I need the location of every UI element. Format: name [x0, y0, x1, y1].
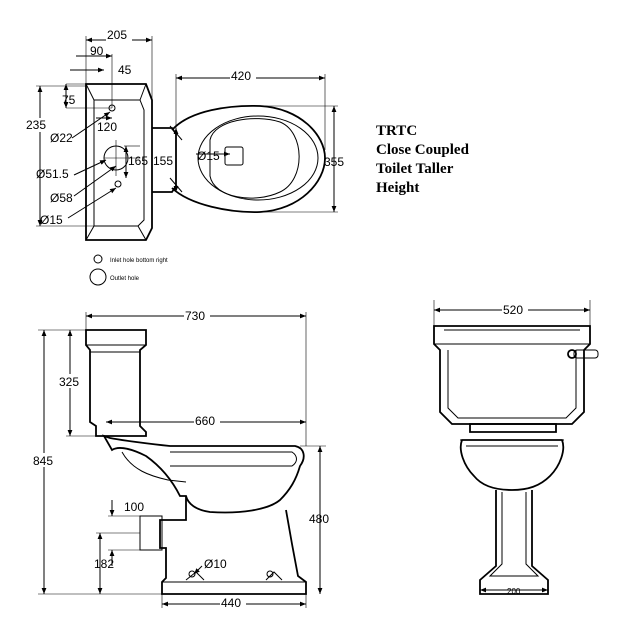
dim-205: 205 [107, 28, 127, 42]
legend-inlet-label: Inlet hole bottom right [110, 258, 168, 264]
side-pan [102, 434, 305, 514]
side-pan-rim [170, 451, 297, 467]
dim-51-5: Ø51.5 [36, 167, 69, 181]
dim-660: 660 [195, 414, 215, 428]
dim-440: 440 [221, 596, 241, 610]
dim-100: 100 [124, 500, 144, 514]
side-pedestal [159, 496, 307, 595]
dim-22-leader [71, 111, 111, 139]
dim-15-leader [67, 187, 117, 219]
dim-10: Ø10 [204, 557, 227, 571]
plan-bowl-outlet [224, 146, 244, 166]
flush-lever-handle [573, 349, 599, 359]
dim-325: 325 [59, 375, 79, 389]
dim-165: 165 [128, 154, 148, 168]
plan-view: 205 90 45 75 235 120 Ø22 Ø51.5 165 155 [25, 28, 344, 286]
plan-cistern-corner [139, 83, 147, 101]
front-cistern [433, 325, 591, 425]
drawing-title: TRTC Close Coupled Toilet Taller Height [376, 122, 469, 198]
title-line-2: Close Coupled [376, 142, 469, 158]
front-bowl [459, 439, 565, 491]
dim-label-bg [220, 596, 246, 610]
front-bowl-top [469, 423, 557, 433]
dim-420: 420 [231, 69, 251, 83]
dim-label-bg [25, 118, 53, 132]
title-line-1: TRTC [376, 123, 418, 139]
dim-90: 90 [90, 44, 104, 58]
dim-58: Ø58 [50, 191, 73, 205]
flush-lever-pivot [567, 349, 577, 359]
front-cistern-panel [447, 350, 577, 419]
front-pedestal-inner [488, 492, 540, 577]
plan-fixing-hole [114, 180, 122, 188]
side-base-detail [265, 571, 283, 581]
dim-58-leader [73, 165, 117, 197]
dim-label-bg [502, 302, 528, 316]
dim-75: 75 [62, 93, 76, 107]
dim-22: Ø22 [50, 131, 73, 145]
dim-200: 200 [507, 587, 521, 596]
side-outlet [139, 515, 163, 551]
plan-bowl-inner [209, 118, 300, 199]
plan-bowl-outline [171, 104, 326, 213]
dim-120: 120 [97, 120, 117, 134]
dim-45: 45 [118, 63, 132, 77]
dim-520: 520 [503, 303, 523, 317]
dim-355: 355 [324, 155, 344, 169]
title-line-4: Height [376, 180, 420, 196]
side-pan-trap [121, 451, 187, 483]
dim-label-bg [230, 68, 256, 82]
dim-182: 182 [94, 557, 114, 571]
dim-label-bg [194, 413, 220, 427]
dim-730: 730 [185, 309, 205, 323]
dim-10-leader [193, 565, 203, 575]
dim-845: 845 [33, 454, 53, 468]
dim-label-bg [106, 28, 132, 42]
plan-cistern-corner [137, 225, 147, 241]
legend-outlet-label: Outlet hole [110, 276, 140, 282]
dim-155: 155 [153, 154, 173, 168]
dim-label-bg [58, 374, 84, 388]
dim-51-leader [73, 159, 107, 176]
legend-outlet-symbol [89, 268, 107, 286]
plan-cistern-corner [85, 225, 95, 241]
side-fixing-hole [188, 570, 196, 578]
plan-bowl-rim [197, 115, 319, 201]
side-view: 730 845 325 660 100 182 480 Ø10 [32, 308, 329, 610]
dim-235: 235 [26, 118, 46, 132]
side-fixing-hole [266, 570, 274, 578]
dim-15-cistern: Ø15 [40, 213, 63, 227]
dim-15-bowl: Ø15 [197, 149, 220, 163]
side-cistern [85, 329, 147, 437]
dim-label-bg [184, 308, 210, 322]
plan-cistern-corner [85, 83, 95, 101]
dim-480: 480 [309, 512, 329, 526]
legend-inlet-symbol [93, 254, 103, 264]
dim-label-bg [32, 453, 58, 467]
front-pedestal [479, 490, 549, 595]
front-view: 520 200 [433, 300, 599, 596]
title-line-3: Toilet Taller [376, 161, 454, 177]
